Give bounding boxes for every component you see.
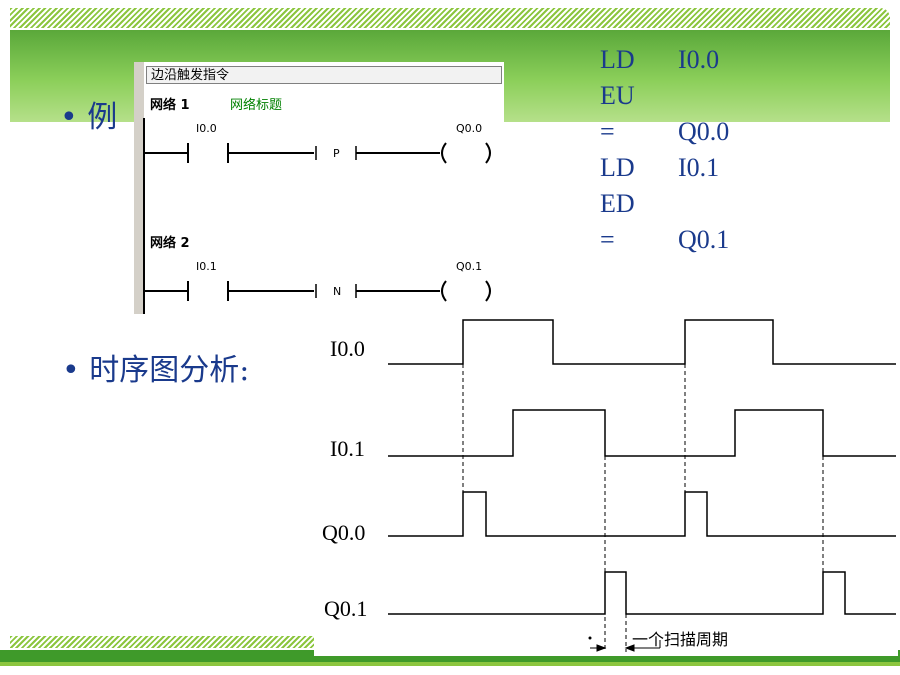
network-1-edge-label: P	[333, 147, 340, 160]
scan-cycle-arrows	[588, 636, 661, 652]
timing-diagram-panel	[314, 314, 898, 656]
network-2-edge-label: N	[333, 285, 342, 298]
scan-cycle-label: 一个扫描周期	[632, 630, 729, 649]
network-1-label: 网络 1	[150, 98, 190, 113]
waveform-i00	[388, 319, 896, 365]
network-2-label: 网络 2	[150, 236, 190, 251]
timing-label-q01: Q0.1	[324, 596, 368, 621]
network-1-rung	[144, 142, 491, 164]
network-1-coil-label: Q0.0	[456, 122, 483, 135]
waveform-i01	[388, 409, 896, 457]
network-1-title: 网络标题	[230, 98, 283, 113]
top-hatched-band	[10, 8, 890, 28]
timing-bullet: • 时序图分析:	[62, 353, 250, 388]
network-2-rung	[144, 280, 491, 302]
stl-line-2: EU	[600, 81, 635, 110]
ladder-editor-panel	[134, 62, 504, 314]
dashed-guides	[462, 364, 824, 652]
example-bullet: • 例	[60, 100, 118, 135]
waveform-q00	[388, 491, 896, 537]
bottom-light-band	[0, 662, 900, 666]
timing-label-q00: Q0.0	[322, 520, 366, 545]
ladder-title: 边沿触发指令	[146, 66, 502, 84]
network-2-coil-label: Q0.1	[456, 260, 483, 273]
timing-label-i01: I0.1	[330, 436, 365, 461]
stl-line-3: =Q0.0	[600, 117, 730, 146]
ladder-left-bar	[134, 62, 144, 314]
waveform-q01	[388, 571, 896, 615]
timing-label-i00: I0.0	[330, 336, 365, 361]
stl-line-5: ED	[600, 189, 635, 218]
stl-line-6: =Q0.1	[600, 225, 730, 254]
network-1-contact-label: I0.0	[196, 122, 217, 135]
network-2-contact-label: I0.1	[196, 260, 217, 273]
